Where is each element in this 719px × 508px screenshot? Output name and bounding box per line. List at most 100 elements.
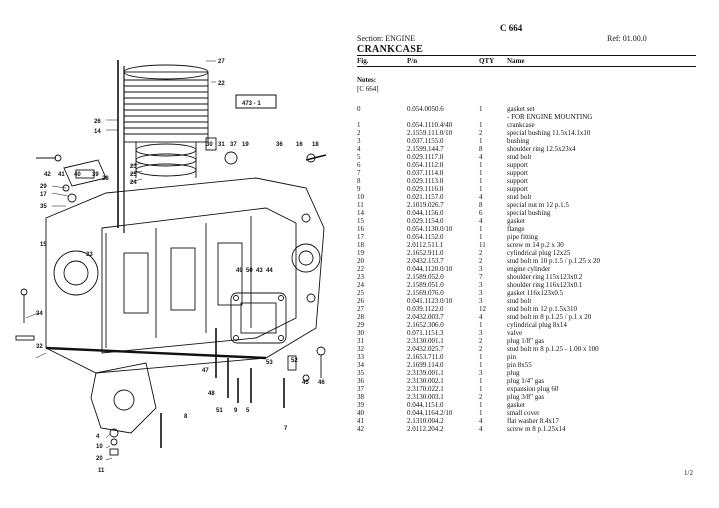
part-name-cell: cylindrical plug 12x25 xyxy=(507,249,571,257)
callout-number: 17 xyxy=(40,192,47,198)
part-number-cell: 0.029.1154.0 xyxy=(407,217,444,225)
part-number-cell: 0.029.1116.0 xyxy=(407,185,444,193)
reference-label: Ref: 01.00.0 xyxy=(607,34,647,43)
quantity-cell: 2 xyxy=(479,393,483,401)
page-number: 1/2 xyxy=(684,469,693,477)
part-name-cell: support xyxy=(507,169,528,177)
callout-number: 32 xyxy=(36,344,43,350)
part-name-cell: support xyxy=(507,177,528,185)
part-number-cell: 2.1589.051.0 xyxy=(407,281,444,289)
header-rule-bottom xyxy=(357,66,696,67)
part-number-cell: 2.3130.001.1 xyxy=(407,337,444,345)
callout-number: 4 xyxy=(96,434,100,440)
part-name-cell: expansion plug 60 xyxy=(507,385,559,393)
diagram-reference-box: 473 - 1 xyxy=(235,94,277,109)
part-number-cell: 2.0112.204.2 xyxy=(407,425,444,433)
part-name-cell: plug 1/8" gas xyxy=(507,337,545,345)
part-name-cell: plug 1/4" gas xyxy=(507,377,545,385)
part-name-cell: stud bolt xyxy=(507,153,532,161)
part-number-cell: 2.0432.003.7 xyxy=(407,313,444,321)
column-header-qty: QTY xyxy=(479,57,495,65)
fig-cell: 29 xyxy=(357,321,364,329)
fig-cell: 18 xyxy=(357,241,364,249)
part-number-cell: 0.054.1130.0/10 xyxy=(407,225,453,233)
fig-cell: 15 xyxy=(357,217,364,225)
part-number-cell: 2.1019.026.7 xyxy=(407,201,444,209)
callout-number: 40 xyxy=(74,172,81,178)
quantity-cell: 4 xyxy=(479,153,483,161)
part-number-cell: 0.054.0050.6 xyxy=(407,105,444,113)
fig-cell: 17 xyxy=(357,233,364,241)
quantity-cell: 8 xyxy=(479,145,483,153)
part-name-cell: screw m 14 p.2 x 30 xyxy=(507,241,564,249)
quantity-cell: 1 xyxy=(479,225,483,233)
quantity-cell: 2 xyxy=(479,129,483,137)
callout-number: 50 xyxy=(246,268,253,274)
fig-cell: 16 xyxy=(357,225,364,233)
callout-number: 16 xyxy=(296,142,303,148)
part-name-cell: engine cylinder xyxy=(507,265,551,273)
quantity-cell: 1 xyxy=(479,137,483,145)
fig-cell: 14 xyxy=(357,209,364,217)
callout-number: 43 xyxy=(256,268,263,274)
quantity-cell: 4 xyxy=(479,425,483,433)
part-name-cell: flat washer 8.4x17 xyxy=(507,417,559,425)
fig-cell: 41 xyxy=(357,417,364,425)
part-name-cell: small cover xyxy=(507,409,540,417)
column-header-fig: Fig. xyxy=(357,57,369,65)
part-number-cell: 2.1589.052.0 xyxy=(407,273,444,281)
fig-cell: 6 xyxy=(357,161,361,169)
fig-cell: 11 xyxy=(357,201,364,209)
fig-cell: 19 xyxy=(357,249,364,257)
quantity-cell: 12 xyxy=(479,305,486,313)
part-name-cell: special bushing 11.5x14.1x10 xyxy=(507,129,591,137)
part-number-cell: 2.3139.001.1 xyxy=(407,369,444,377)
page-title: CRANKCASE xyxy=(357,44,424,55)
part-name-cell: plug 3/8" gas xyxy=(507,393,545,401)
part-number-cell: 0.071.1151.3 xyxy=(407,329,444,337)
part-number-cell: 2.1652.306.0 xyxy=(407,321,444,329)
part-name-cell: stud bolt m 10 p.1.5 / p.1.25 x 20 xyxy=(507,257,600,265)
part-name-cell: gasket set xyxy=(507,105,535,113)
quantity-cell: 4 xyxy=(479,417,483,425)
part-name-cell: stud bolt m 8 p.1.25 / p.1 x 20 xyxy=(507,313,592,321)
callout-number: 18 xyxy=(312,142,319,148)
quantity-cell: 1 xyxy=(479,321,483,329)
fig-cell: 23 xyxy=(357,273,364,281)
fig-cell: 35 xyxy=(357,369,364,377)
callout-number: 53 xyxy=(266,360,273,366)
quantity-cell: 11 xyxy=(479,241,486,249)
part-name-cell: special nut m 12 p.1.5 xyxy=(507,201,569,209)
fig-cell: 1 xyxy=(357,121,361,129)
quantity-cell: 1 xyxy=(479,385,483,393)
callout-number: 29 xyxy=(40,184,47,190)
quantity-cell: 1 xyxy=(479,121,483,129)
part-number-cell: 2.1559.111.0/10 xyxy=(407,129,453,137)
part-number-cell: 2.1652.911.0 xyxy=(407,249,444,257)
fig-cell: 37 xyxy=(357,385,364,393)
fig-cell: 38 xyxy=(357,393,364,401)
column-header-pn: P/n xyxy=(407,57,418,65)
part-number-cell: 2.3130.002.1 xyxy=(407,377,444,385)
